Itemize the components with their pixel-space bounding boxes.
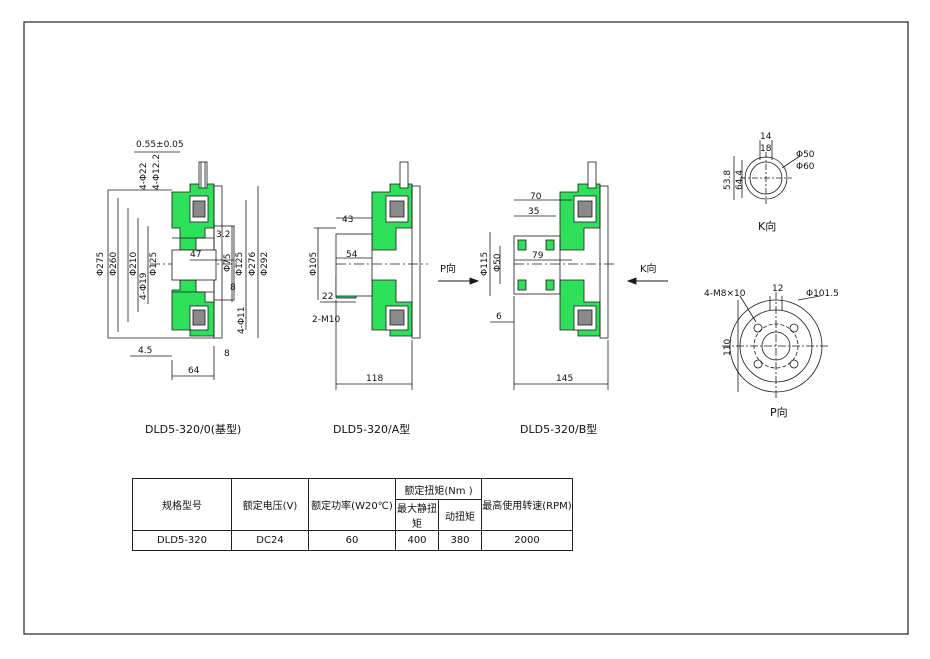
cell-power: 60 <box>308 530 396 551</box>
dim-holes-b: 4-Φ12.2 <box>152 153 162 190</box>
sheet-border <box>23 21 909 635</box>
dim-p-holes: 4-M8×10 <box>704 289 746 299</box>
dim-d75: Φ75 <box>223 253 233 272</box>
dim-b-79: 79 <box>532 251 544 261</box>
p-arrow-label: P向 <box>440 264 457 275</box>
dim-d125b: Φ125 <box>235 251 245 276</box>
cell-dynamic-torque: 380 <box>438 530 482 551</box>
base-view-caption: DLD5-320/0(基型) <box>145 423 242 436</box>
dim-width47: 47 <box>190 250 202 260</box>
cell-speed: 2000 <box>481 530 573 551</box>
dim-k-d50: Φ50 <box>796 150 815 160</box>
dim-d260: Φ260 <box>109 251 119 276</box>
spec-table: 规格型号 额定电压(V) 额定功率(W20℃) 额定扭矩(Nm ) 最高使用转速… <box>132 478 573 551</box>
header-dynamic-torque: 动扭矩 <box>438 499 482 531</box>
dim-k-644: 64.4 <box>735 169 745 190</box>
dim-d276: Φ276 <box>248 251 258 276</box>
dim-width64: 64 <box>188 366 200 376</box>
dim-b-145: 145 <box>556 374 574 384</box>
a-type-caption: DLD5-320/A型 <box>333 423 411 436</box>
header-model: 规格型号 <box>132 478 232 531</box>
header-static-torque: 最大静扭矩 <box>395 499 439 531</box>
dim-d292: Φ292 <box>260 251 270 276</box>
p-view-drawing <box>722 292 830 400</box>
header-speed: 最高使用转速(RPM) <box>481 478 573 531</box>
dim-holes-a: 4-Φ22 <box>139 162 149 190</box>
dim-a-43: 43 <box>342 215 354 225</box>
direction-arrows <box>438 277 668 285</box>
cell-static-torque: 400 <box>395 530 439 551</box>
dim-p-110: 110 <box>723 338 733 356</box>
dim-b-d115: Φ115 <box>480 251 490 276</box>
dim-p-d1015: Φ101.5 <box>806 289 839 299</box>
dim-p-12: 12 <box>772 284 784 294</box>
b-type-view-drawing <box>489 161 616 390</box>
dim-k-18: 18 <box>760 144 772 154</box>
k-arrow-label: K向 <box>640 264 657 275</box>
k-view-drawing <box>733 140 801 204</box>
dim-gap: 3.2 <box>216 230 231 240</box>
table-row: DLD5-320 DC24 60 400 380 2000 <box>132 530 573 551</box>
dim-holes-c: 4-Φ19 <box>139 272 149 300</box>
dim-d275: Φ275 <box>96 251 106 276</box>
dim-a-118: 118 <box>366 374 384 384</box>
dim-b-70: 70 <box>530 192 542 202</box>
a-type-view-drawing <box>314 161 428 390</box>
dim-b-35: 35 <box>528 207 540 217</box>
cell-model: DLD5-320 <box>132 530 232 551</box>
dim-a-54: 54 <box>346 250 358 260</box>
p-view-caption: P向 <box>770 406 788 419</box>
dim-k-538: 53.8 <box>723 169 733 190</box>
header-torque-group: 额定扭矩(Nm ) <box>395 478 482 500</box>
b-type-caption: DLD5-320/B型 <box>520 423 598 436</box>
dim-offset: 4.5 <box>138 346 153 356</box>
dim-clearance: 0.55±0.05 <box>136 140 184 150</box>
dim-d210: Φ210 <box>129 251 139 276</box>
dim-b-6: 6 <box>496 312 502 322</box>
header-voltage: 额定电压(V) <box>231 478 309 531</box>
dim-eight-b: 8 <box>224 349 230 359</box>
cell-voltage: DC24 <box>231 530 309 551</box>
dim-a-d105: Φ105 <box>309 251 319 276</box>
base-view-drawing <box>107 151 259 380</box>
dim-a-thread: 2-M10 <box>312 315 341 325</box>
dim-holes-d: 4-Φ11 <box>237 306 247 334</box>
dim-eight-a: 8 <box>230 283 236 293</box>
dim-k-d60: Φ60 <box>796 162 815 172</box>
dim-k-14: 14 <box>760 132 772 142</box>
dim-b-d50: Φ50 <box>493 253 503 272</box>
dim-a-22: 22 <box>322 292 334 302</box>
header-power: 额定功率(W20℃) <box>308 478 396 531</box>
dim-d125: Φ125 <box>149 251 159 276</box>
k-view-caption: K向 <box>758 220 777 233</box>
